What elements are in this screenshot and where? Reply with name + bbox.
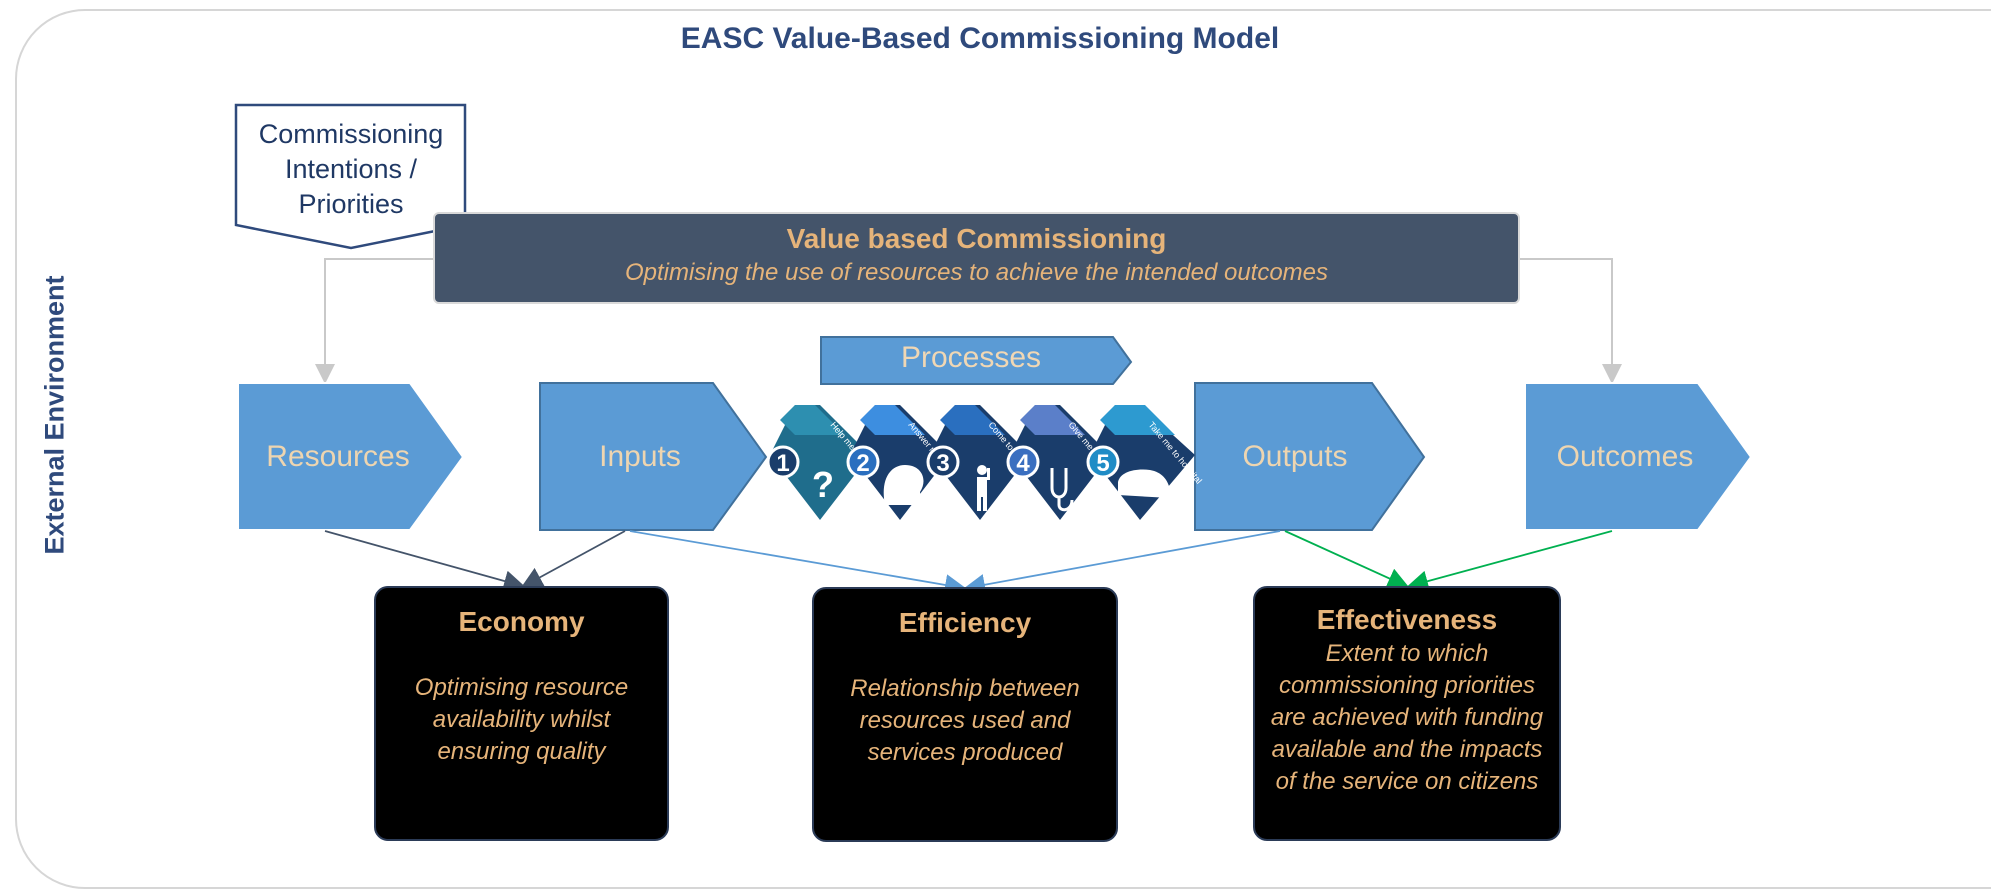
- arrow-outcomes-effectiveness: [1406, 530, 1613, 592]
- step-5-number: 5: [1096, 450, 1109, 477]
- effectiveness-title: Effectiveness: [1316, 604, 1498, 635]
- inputs-chevron: [539, 382, 768, 531]
- arrow-inputs-economy: [520, 530, 626, 588]
- question-icon: ?: [812, 464, 834, 505]
- intentions-shape: [234, 103, 467, 250]
- outputs-label: Outputs: [1242, 440, 1348, 473]
- outputs-chevron: [1194, 382, 1426, 531]
- step-1-number: 1: [776, 450, 789, 477]
- connector-to-resources: [315, 258, 433, 384]
- outcomes-chevron: [1524, 382, 1753, 531]
- process-step-5: Take me to hospital 5: [1086, 405, 1204, 520]
- step-2-number: 2: [856, 450, 869, 477]
- value-based-title: Value based Commissioning: [786, 223, 1167, 254]
- processes-arrow: [820, 336, 1133, 385]
- resources-chevron: [237, 382, 465, 531]
- connector-to-outcomes: [1520, 258, 1622, 384]
- step-4-number: 4: [1016, 450, 1030, 477]
- step-3-number: 3: [936, 450, 949, 477]
- arrow-inputs-efficiency: [629, 530, 967, 596]
- arrow-outputs-effectiveness: [1284, 530, 1410, 589]
- economy-box: Economy Optimising resource availability…: [374, 586, 669, 841]
- efficiency-title: Efficiency: [898, 607, 1032, 638]
- processes-label: Processes: [900, 341, 1042, 374]
- efficiency-box: Efficiency Relationship between resource…: [812, 587, 1118, 842]
- resources-label: Resources: [266, 440, 410, 473]
- effectiveness-box: Effectiveness Extent to which commission…: [1253, 586, 1561, 841]
- efficiency-body: Relationship between resources used and …: [850, 675, 1080, 766]
- economy-body: Optimising resource availability whilst …: [414, 674, 629, 765]
- value-based-banner: Value based Commissioning Optimising the…: [433, 212, 1520, 304]
- outcomes-label: Outcomes: [1556, 440, 1694, 473]
- economy-title: Economy: [458, 606, 585, 637]
- arrow-resources-economy: [324, 530, 526, 592]
- head-icon: [883, 465, 924, 505]
- arrow-outputs-efficiency: [963, 530, 1281, 596]
- person-icon: [977, 465, 990, 511]
- ambulance-icon: [1118, 469, 1170, 498]
- inputs-label: Inputs: [599, 440, 681, 473]
- process-steps: Help me to choose 1 ? Answer my call 2 C…: [766, 405, 1204, 520]
- value-based-subtitle: Optimising the use of resources to achie…: [624, 259, 1329, 286]
- intentions-label: Commissioning Intentions / Priorities: [258, 119, 444, 219]
- diagram-canvas: Help me to choose 1 ? Answer my call 2 C…: [234, 103, 1753, 596]
- effectiveness-body: Extent to which commissioning priorities…: [1270, 640, 1544, 795]
- diagram-title: EASC Value-Based Commissioning Model: [680, 22, 1280, 55]
- stethoscope-icon: [1050, 468, 1074, 512]
